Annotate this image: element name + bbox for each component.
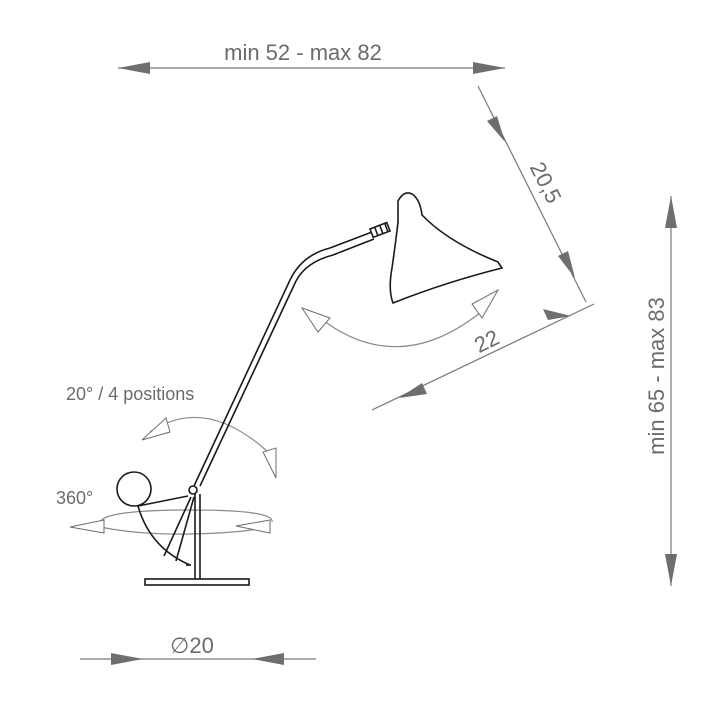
lamp-arm-upper [329,231,373,249]
base-diameter-label: ∅20 [170,633,214,658]
base-diameter-dimension: ∅20 [80,633,316,665]
base-rotation-indicator: 360° [56,488,273,535]
base-rotation-arc-top [99,509,273,526]
shade-width-arrow-left [399,383,427,398]
shade-rotation-arrow-left [300,307,331,333]
diameter-symbol: ∅ [170,633,189,658]
counterweight-ball [116,471,152,507]
shade-length-label: 20,5 [525,158,567,208]
height-arrow-top [665,196,677,228]
lamp-illustration [116,192,504,586]
base-diameter-arrow-right [252,653,284,665]
reach-dimension: min 52 - max 82 [118,40,505,74]
arm-rotation-arrow-right [262,447,277,479]
shade-width-dimension: 22 [371,303,595,411]
shade-length-arrow-top [487,116,505,142]
base-rotation-arc-bottom [99,526,263,535]
base-rotation-arrow-left [69,519,105,534]
height-label: min 65 - max 83 [644,297,669,455]
reach-arrow-right [473,62,505,74]
lamp-arm-lower [193,279,291,487]
lamp-arm-elbow [289,247,331,281]
shade-rotation-arc [319,307,487,348]
height-arrow-bottom [665,554,677,586]
reach-arrow-left [118,62,150,74]
shade-width-arrow-right [543,309,571,320]
base-rotation-arrow-right [235,519,271,534]
shade-rotation-indicator [300,288,500,348]
lamp-joint [188,485,198,495]
lamp-base-plate [144,578,250,586]
arm-positions-label: 20° / 4 positions [66,384,194,404]
shade-width-label: 22 [470,325,503,358]
base-rotation-label: 360° [56,488,93,508]
counterweight-arc [137,505,191,566]
reach-label: min 52 - max 82 [224,40,382,65]
diameter-value: 20 [189,633,213,658]
arm-rotation-indicator: 20° / 4 positions [66,384,277,479]
shade-length-arrow-bottom [558,251,575,278]
arm-rotation-arrow-left [141,417,171,441]
base-diameter-arrow-left [111,653,143,665]
shade-rotation-arrow-right [471,288,500,319]
height-dimension: min 65 - max 83 [644,196,677,586]
lamp-shade [389,192,504,305]
